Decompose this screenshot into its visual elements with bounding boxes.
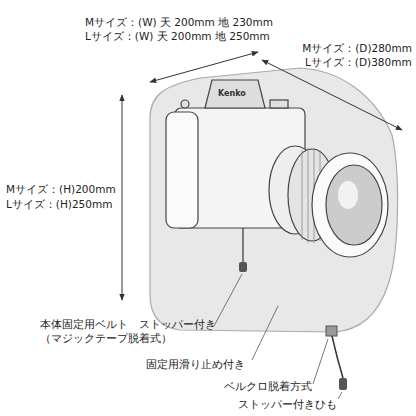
dimension-text: Mサイズ：(W) 天 200mm 地 230mm [85,16,273,29]
dimension-text: Mサイズ：(H)200mm [6,183,116,196]
dimension-arrows [122,52,402,300]
brand-logo: Kenko [218,89,246,99]
callout-label: ベルクロ脱着方式 [224,380,312,393]
callout-label: 固定用滑り止め付き [146,358,245,371]
dimension-text: Mサイズ：(D)280mm [302,42,412,55]
cover-outline [150,68,398,332]
leader-lines [214,274,342,399]
dimension-text: Lサイズ：(H)250mm [6,198,112,211]
dimension-text: Lサイズ：(W) 天 200mm 地 250mm [85,30,270,43]
callout-label: （マジックテープ脱着式） [40,332,172,345]
fastening-parts [239,228,347,390]
dimension-text: Lサイズ：(D)380mm [305,56,412,69]
callout-label: ストッパー付きひも [238,398,337,411]
callout-label: 本体固定用ベルト ストッパー付き [40,318,216,331]
